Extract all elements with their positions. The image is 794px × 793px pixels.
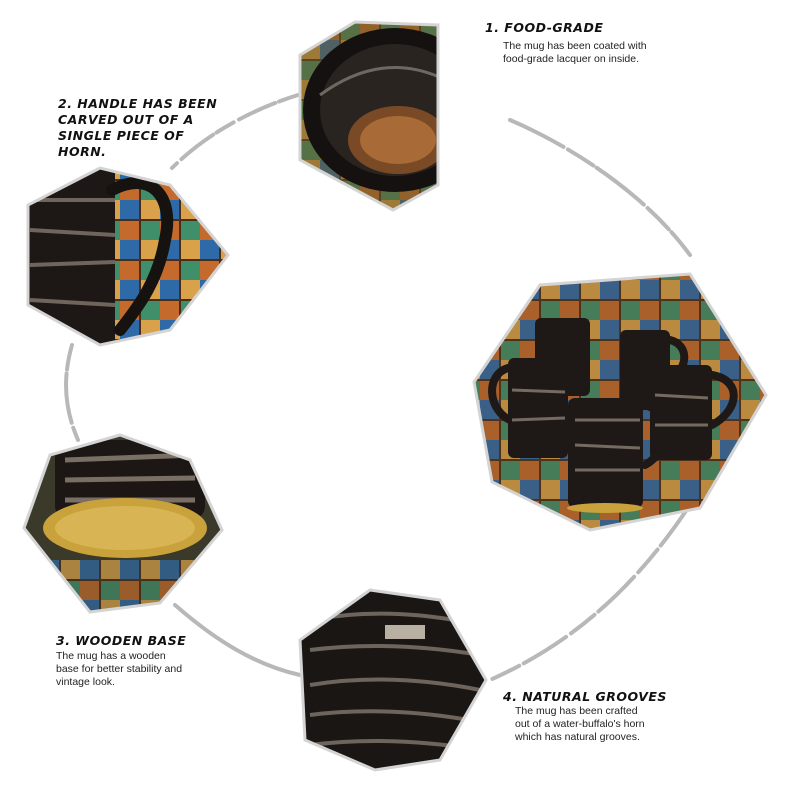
mug-interior-photo <box>298 20 440 212</box>
feature-title-handle: 2. HANDLE HAS BEEN CARVED OUT OF A SINGL… <box>58 96 218 159</box>
wooden-base-photo <box>22 433 224 614</box>
feature-desc-natural-grooves: The mug has been crafted out of a water-… <box>515 705 645 743</box>
feature-title-food-grade: 1. FOOD-GRADE <box>485 20 604 35</box>
natural-grooves-photo <box>298 588 488 772</box>
feature-desc-food-grade: The mug has been coated with food-grade … <box>503 40 647 65</box>
connecting-ring <box>64 93 692 682</box>
feature-title-wooden-base: 3. WOODEN BASE <box>56 633 187 648</box>
horn-handle-photo <box>26 166 230 347</box>
mug-group-photo <box>472 272 768 532</box>
feature-desc-wooden-base: The mug has a wooden base for better sta… <box>56 650 183 688</box>
feature-title-natural-grooves: 4. NATURAL GROOVES <box>503 689 667 704</box>
